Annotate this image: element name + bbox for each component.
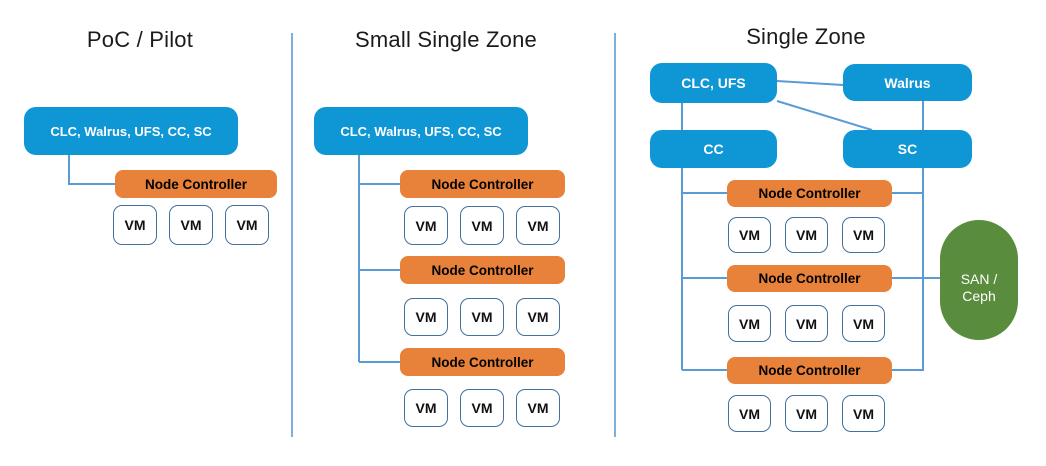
vm-box: VM: [460, 389, 504, 427]
node-controller-box: Node Controller: [727, 180, 892, 207]
node-controller-box: Node Controller: [400, 256, 565, 284]
vm-box: VM: [728, 395, 771, 432]
node-controller-box: Node Controller: [400, 170, 565, 198]
vm-box: VM: [842, 217, 885, 253]
connector-line: [776, 80, 844, 86]
vm-box: VM: [728, 217, 771, 253]
node-controller-box: Node Controller: [727, 357, 892, 384]
vm-box: VM: [785, 217, 828, 253]
vm-box: VM: [842, 395, 885, 432]
node-controller-box: Node Controller: [727, 265, 892, 292]
san-ceph-label: SAN / Ceph: [960, 271, 998, 304]
connector-line: [68, 155, 115, 185]
node-controller-box: Node Controller: [115, 170, 277, 198]
vm-box: VM: [225, 205, 269, 245]
vm-box: VM: [785, 395, 828, 432]
vm-box: VM: [460, 298, 504, 336]
vm-box: VM: [842, 305, 885, 342]
vm-box: VM: [404, 389, 448, 427]
vm-box: VM: [785, 305, 828, 342]
vm-box: VM: [169, 205, 213, 245]
vm-box: VM: [728, 305, 771, 342]
clc-ufs-box: CLC, UFS: [650, 63, 777, 103]
vm-box: VM: [460, 206, 504, 245]
vm-box: VM: [516, 298, 560, 336]
vm-box: VM: [113, 205, 157, 245]
column-title-poc-pilot: PoC / Pilot: [86, 27, 194, 52]
node-controller-box: Node Controller: [400, 348, 565, 376]
walrus-box: Walrus: [843, 64, 972, 101]
vm-box: VM: [404, 206, 448, 245]
vm-box: VM: [404, 298, 448, 336]
vm-box: VM: [516, 389, 560, 427]
column-title-small-single-zone: Small Single Zone: [355, 27, 537, 52]
column-title-single-zone: Single Zone: [746, 24, 866, 49]
sc-box: SC: [843, 130, 972, 168]
vm-box: VM: [516, 206, 560, 245]
clc-walrus-ufs-cc-sc-box: CLC, Walrus, UFS, CC, SC: [24, 107, 238, 155]
san-ceph-cylinder: SAN / Ceph: [940, 220, 1018, 340]
cc-box: CC: [650, 130, 777, 168]
connector-line: [776, 100, 873, 131]
clc-walrus-ufs-cc-sc-box: CLC, Walrus, UFS, CC, SC: [314, 107, 528, 155]
